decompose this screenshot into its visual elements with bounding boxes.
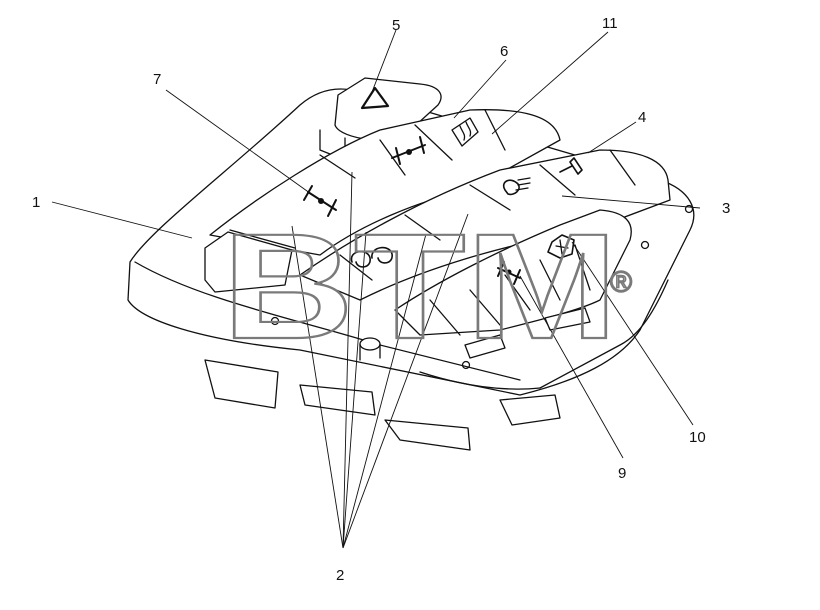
leader-lines bbox=[51, 29, 701, 549]
middle-row-switches bbox=[299, 149, 671, 301]
pto-icon bbox=[547, 234, 575, 259]
callout-5: 5 bbox=[392, 17, 400, 34]
axle-lock-icon bbox=[303, 185, 337, 217]
four-wheel-drive-icon bbox=[497, 261, 521, 285]
callout-labels: 1 2 3 4 5 6 7 9 10 11 bbox=[32, 15, 730, 584]
rear-fog-light-icon bbox=[502, 177, 531, 196]
spiral-icon bbox=[350, 246, 393, 268]
callout-10: 10 bbox=[689, 429, 706, 446]
watermark-registered-mark: ® bbox=[610, 266, 632, 299]
hazard-triangle-icon bbox=[360, 86, 390, 110]
callout-11: 11 bbox=[602, 15, 618, 32]
watermark-logo: BTM ® bbox=[221, 201, 633, 371]
callout-1: 1 bbox=[32, 194, 40, 211]
differential-lock-icon bbox=[391, 136, 426, 165]
callout-4: 4 bbox=[638, 109, 646, 126]
callout-6: 6 bbox=[500, 43, 508, 60]
watermark-brand: BTM bbox=[222, 202, 618, 370]
rear-defrost-icon bbox=[451, 117, 479, 147]
key-icon bbox=[559, 157, 583, 175]
front-row-switches bbox=[394, 209, 632, 359]
callout-3: 3 bbox=[722, 200, 730, 217]
back-row-switches bbox=[204, 109, 561, 293]
callout-7: 7 bbox=[153, 71, 161, 88]
callout-2: 2 bbox=[336, 567, 344, 584]
callout-9: 9 bbox=[618, 465, 626, 482]
